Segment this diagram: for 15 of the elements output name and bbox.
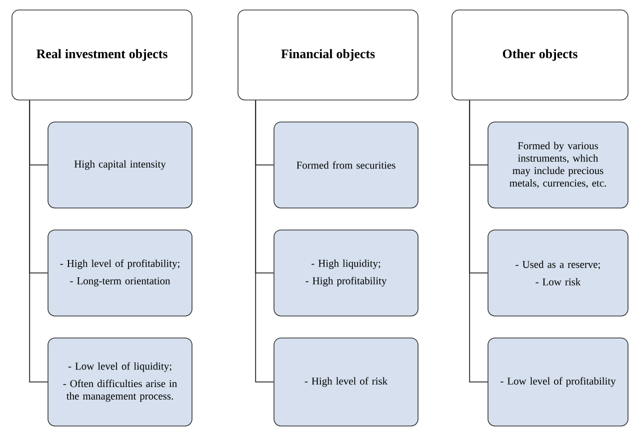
feature-box: - High liquidity; - High profitability [274,230,418,316]
feature-box: - High level of risk [274,338,418,426]
connector-line [29,100,48,382]
category-box: Other objects [452,10,628,100]
feature-box: High capital intensity [48,122,192,208]
feature-box: - Low level of liquidity; - Often difficulties arise in the management process. [48,338,192,426]
connector-line [255,100,274,382]
feature-box: - Used as a reserve; - Low risk [488,230,628,316]
feature-box: Formed by various instruments, which may include precious metals, currencies, etc. [488,122,628,208]
category-box: Financial objects [238,10,418,100]
feature-box: - Low level of profitability [488,338,628,426]
feature-box: Formed from securities [274,122,418,208]
feature-box: - High level of profitability; - Long-term orientation [48,230,192,316]
connector-line [469,100,488,382]
category-box: Real investment objects [12,10,192,100]
